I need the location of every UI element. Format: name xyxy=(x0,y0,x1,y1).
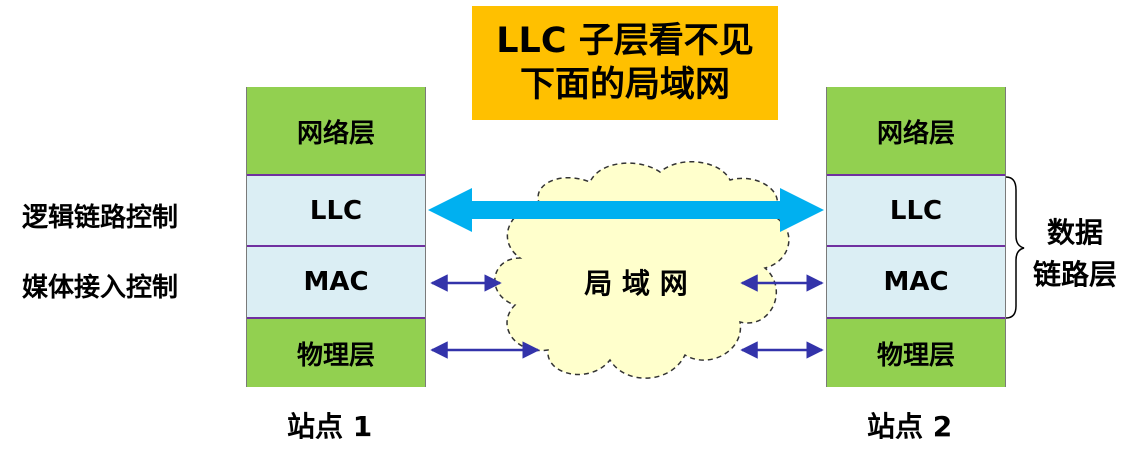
station-1-physical-layer: 物理层 xyxy=(247,319,425,387)
title-line-2: 下面的局域网 xyxy=(519,65,730,105)
station-1-separator xyxy=(247,245,425,247)
station-2-separator xyxy=(827,174,1005,176)
station-1-separator xyxy=(247,317,425,319)
station-2-physical-layer: 物理层 xyxy=(827,319,1005,387)
station-2-network-layer: 网络层 xyxy=(827,87,1005,175)
data-link-layer-line-2: 链路层 xyxy=(1032,258,1117,291)
mac-side-label: 媒体接入控制 xyxy=(22,273,179,303)
data-link-layer-label: 数据 链路层 xyxy=(1020,212,1130,296)
station-1-network-layer: 网络层 xyxy=(247,87,425,175)
llc-side-label: 逻辑链路控制 xyxy=(22,203,179,233)
title-line-1: LLC 子层看不见 xyxy=(496,21,754,61)
station-1-separator xyxy=(247,174,425,176)
station-1-label: 站点 1 xyxy=(287,410,373,443)
station-2-mac-layer: MAC xyxy=(827,247,1005,317)
station-1-mac-layer: MAC xyxy=(247,247,425,317)
station-2-stack: 网络层 LLC MAC 物理层 xyxy=(826,87,1006,387)
station-1-llc-layer: LLC xyxy=(247,176,425,245)
station-2-separator xyxy=(827,317,1005,319)
data-link-brace xyxy=(1005,176,1025,319)
title-box: LLC 子层看不见 下面的局域网 xyxy=(472,6,778,120)
station-2-llc-layer: LLC xyxy=(827,176,1005,245)
lan-label: 局 域 网 xyxy=(584,267,688,300)
station-1-stack: 网络层 LLC MAC 物理层 xyxy=(246,87,426,387)
llc-peer-arrow xyxy=(428,188,824,232)
station-2-label: 站点 2 xyxy=(867,410,953,443)
station-2-separator xyxy=(827,245,1005,247)
data-link-layer-line-1: 数据 xyxy=(1046,216,1103,249)
